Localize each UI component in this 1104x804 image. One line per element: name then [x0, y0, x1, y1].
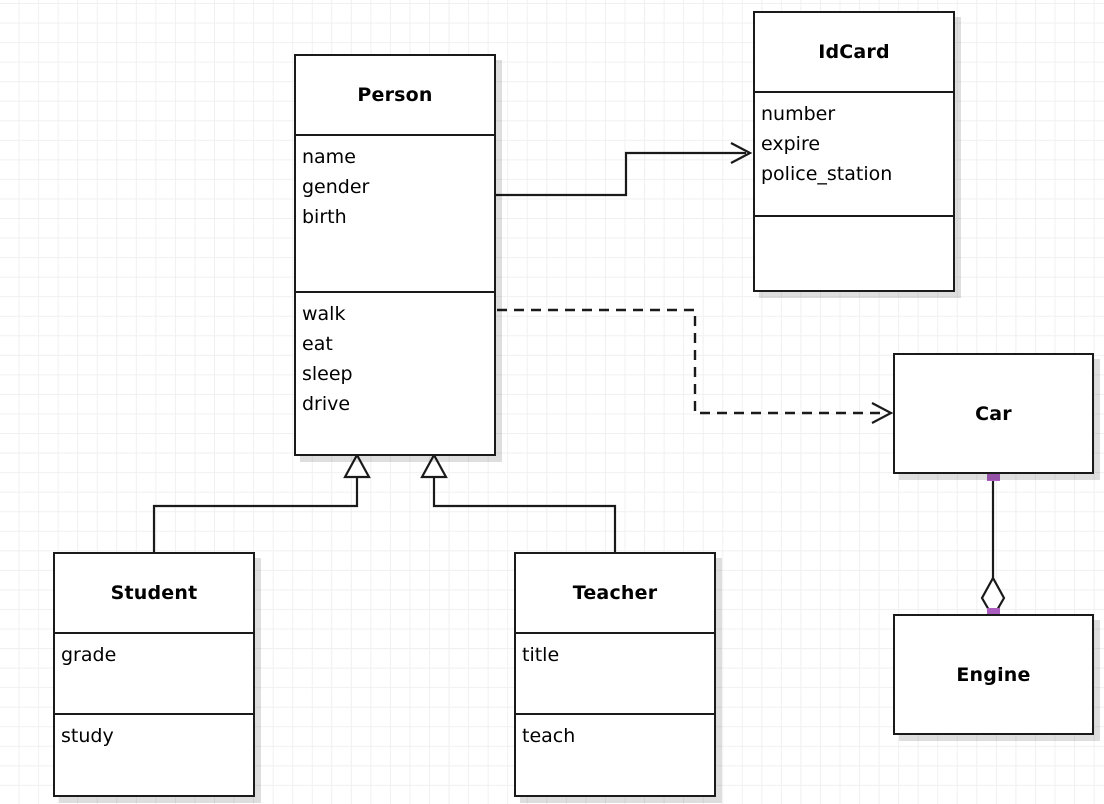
attribute: expire [761, 133, 821, 155]
method: study [61, 725, 114, 747]
class-box-engine[interactable]: Engine [893, 614, 1094, 735]
method: teach [522, 725, 576, 747]
attribute: title [522, 644, 560, 666]
edge-car-engine[interactable] [980, 468, 1006, 621]
edge-person-car[interactable] [497, 308, 894, 424]
edge-person-idcard[interactable] [495, 142, 753, 197]
method: walk [302, 303, 346, 325]
class-box-person[interactable]: Person name gender birth walk eat sleep … [294, 54, 496, 456]
attribute: gender [302, 176, 370, 198]
class-name-student: Student [110, 582, 198, 604]
method: sleep [302, 363, 353, 385]
class-name-car: Car [975, 402, 1012, 425]
edge-teacher-person[interactable] [420, 452, 617, 552]
class-attributes-teacher: title [516, 632, 714, 713]
attribute: grade [61, 644, 117, 666]
class-methods-student: study [55, 713, 253, 795]
method: eat [302, 333, 333, 355]
class-box-idcard[interactable]: IdCard number expire police_station [753, 11, 955, 292]
class-name-teacher: Teacher [572, 582, 658, 604]
class-methods-teacher: teach [516, 713, 714, 795]
class-methods-person: walk eat sleep drive [296, 291, 494, 454]
class-box-student[interactable]: Student grade study [53, 552, 255, 797]
attribute: birth [302, 206, 347, 228]
class-name-idcard: IdCard [818, 41, 890, 63]
class-box-car[interactable]: Car [893, 353, 1094, 474]
class-box-teacher[interactable]: Teacher title teach [514, 552, 716, 797]
attribute: number [761, 103, 836, 125]
edge-student-person[interactable] [152, 452, 371, 552]
attribute: police_station [761, 163, 893, 185]
method: drive [302, 393, 351, 415]
class-name-engine: Engine [956, 663, 1031, 686]
class-attributes-student: grade [55, 632, 253, 713]
attribute: name [302, 146, 356, 168]
class-attributes-idcard: number expire police_station [755, 91, 953, 215]
class-attributes-person: name gender birth [296, 134, 494, 291]
class-name-person: Person [357, 84, 433, 106]
class-methods-idcard [755, 215, 953, 290]
